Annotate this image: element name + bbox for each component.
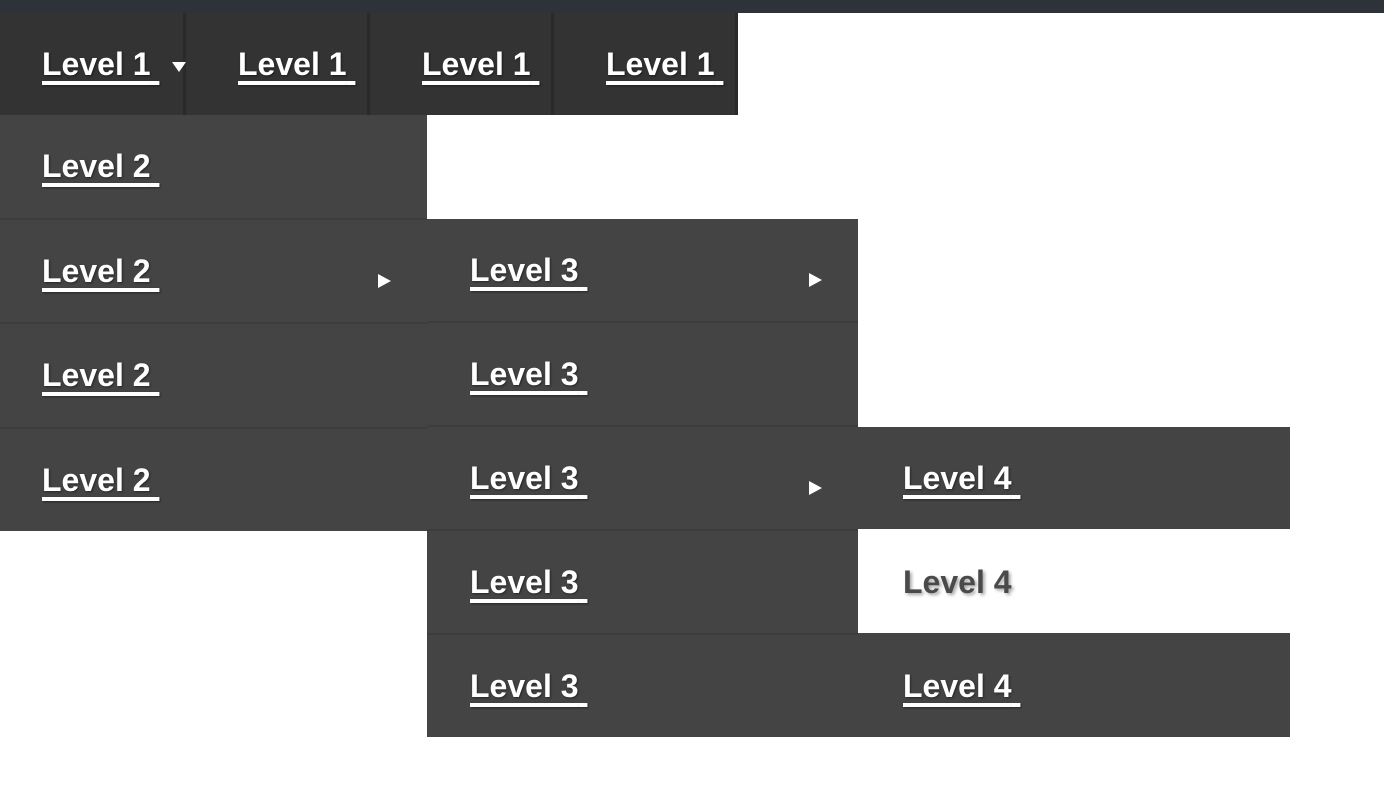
menu-item-label: Level 2 [42, 148, 151, 185]
menu-item-label: Level 3 [470, 564, 579, 600]
menu-item-level4-2-plain: Level 4 [858, 529, 1290, 633]
menu-item-label: Level 3 [470, 668, 579, 704]
menu-item-label: Level 1 [42, 46, 151, 82]
menu-item-level4-1[interactable]: Level 4 [858, 427, 1290, 529]
menu-item-level3-2[interactable]: Level 3 [427, 321, 858, 425]
menu-item-label: Level 2 [42, 461, 151, 498]
menu-item-level2-4[interactable]: Level 2 [0, 426, 427, 531]
menu-item-level3-4[interactable]: Level 3 [427, 529, 858, 633]
menu-item-level1-2[interactable]: Level 1 [186, 13, 370, 115]
menu-item-label: Level 3 [470, 252, 579, 288]
submenu-arrow-icon [809, 273, 822, 287]
menu-item-level3-1[interactable]: Level 3 [427, 219, 858, 321]
caret-down-icon [172, 62, 187, 72]
menu-item-level4-3[interactable]: Level 4 [858, 633, 1290, 737]
menu-item-label: Level 4 [903, 564, 1012, 600]
menu-item-label: Level 4 [903, 668, 1012, 704]
dropdown-level2: Level 2 Level 2 Level 2 Level 2 [0, 115, 427, 531]
menu-item-label: Level 2 [42, 357, 151, 394]
menu-item-label: Level 3 [470, 460, 579, 496]
menu-item-level1-4[interactable]: Level 1 [554, 13, 738, 115]
menu-item-label: Level 4 [903, 460, 1012, 496]
menu-item-label: Level 2 [42, 252, 151, 289]
menu-item-level2-1[interactable]: Level 2 [0, 115, 427, 218]
dropdown-level3: Level 3 Level 3 Level 3 Level 3 Level 3 [427, 219, 858, 737]
menu-item-level1-1[interactable]: Level 1 [0, 13, 187, 115]
menu-bar: Level 1 Level 1 Level 1 Level 1 [0, 13, 738, 115]
top-bar [0, 0, 1384, 13]
submenu-arrow-icon [378, 273, 391, 288]
menu-item-level3-3[interactable]: Level 3 [427, 425, 858, 529]
submenu-arrow-icon [809, 481, 822, 495]
menu-item-label: Level 1 [606, 46, 715, 82]
menu-item-label: Level 3 [470, 356, 579, 392]
menu-item-level2-3[interactable]: Level 2 [0, 322, 427, 427]
menu-item-level1-3[interactable]: Level 1 [370, 13, 554, 115]
menu-item-level2-2[interactable]: Level 2 [0, 217, 427, 322]
menu-item-level3-5[interactable]: Level 3 [427, 633, 858, 737]
dropdown-level4: Level 4 Level 4 Level 4 [858, 427, 1290, 737]
menu-item-label: Level 1 [422, 46, 531, 82]
menu-item-label: Level 1 [238, 46, 347, 82]
